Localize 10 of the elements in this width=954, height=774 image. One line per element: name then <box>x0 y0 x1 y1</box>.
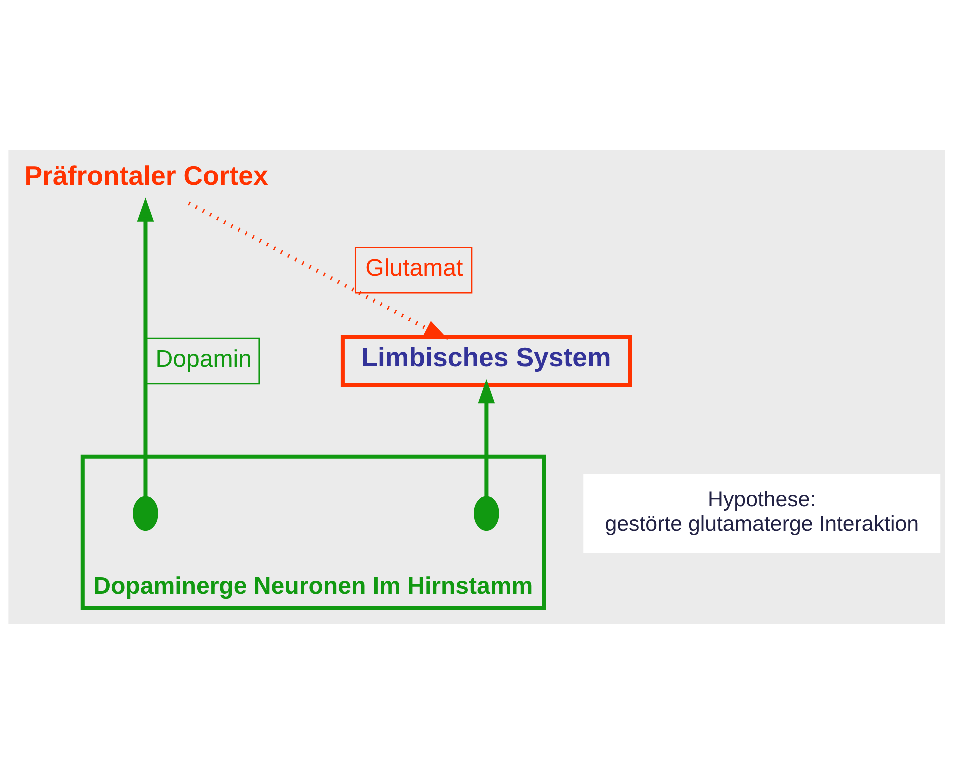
node-circle <box>133 496 158 532</box>
node-circle <box>474 496 500 532</box>
cluster: Dopaminerge Neuronen Im Hirnstamm <box>80 454 546 610</box>
arrow <box>478 379 496 497</box>
arrow <box>188 202 449 340</box>
arrow <box>137 198 154 497</box>
edge-label: Glutamat <box>366 255 464 282</box>
node-text: Präfrontaler Cortex <box>24 160 268 191</box>
node-box: Limbisches System <box>340 335 632 388</box>
edge-label: Dopamin <box>156 346 252 374</box>
